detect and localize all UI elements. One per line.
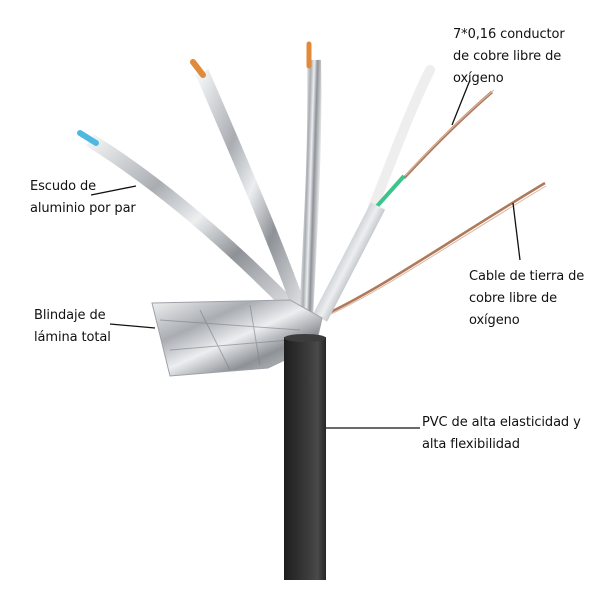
label-line: PVC de alta elasticidad y bbox=[422, 415, 581, 430]
label-line: de cobre libre de bbox=[453, 49, 562, 64]
label-line: lámina total bbox=[34, 330, 111, 345]
label-jacket: PVC de alta elasticidad y alta flexibili… bbox=[422, 412, 581, 456]
label-line: alta flexibilidad bbox=[422, 437, 520, 452]
copper-conductor bbox=[402, 89, 495, 180]
label-line: aluminio por par bbox=[30, 201, 136, 216]
label-line: oxígeno bbox=[453, 71, 504, 86]
label-ground-wire: Cable de tierra de cobre libre de oxígen… bbox=[469, 266, 584, 332]
leader-ground-wire bbox=[512, 202, 521, 261]
label-line: Escudo de bbox=[30, 179, 97, 194]
label-line: Blindaje de bbox=[34, 308, 106, 323]
pvc-jacket bbox=[284, 334, 326, 580]
label-line: Cable de tierra de bbox=[469, 269, 585, 284]
leader-overall-foil bbox=[109, 323, 156, 329]
label-pair-shield: Escudo de aluminio por par bbox=[30, 176, 136, 220]
label-line: cobre libre de bbox=[469, 291, 558, 306]
orange-pair-center bbox=[299, 41, 322, 319]
leader-pair-shield bbox=[90, 185, 137, 196]
label-overall-foil: Blindaje de lámina total bbox=[34, 305, 111, 349]
leader-conductor bbox=[451, 79, 471, 126]
leader-lines bbox=[90, 79, 521, 429]
label-line: oxígeno bbox=[469, 313, 520, 328]
label-conductor: 7*0,16 conductor de cobre libre de oxíge… bbox=[453, 24, 565, 90]
orange-pair-left bbox=[190, 59, 307, 313]
green-pair bbox=[312, 65, 435, 322]
label-line: 7*0,16 conductor bbox=[453, 27, 565, 42]
ground-wire bbox=[317, 181, 547, 321]
